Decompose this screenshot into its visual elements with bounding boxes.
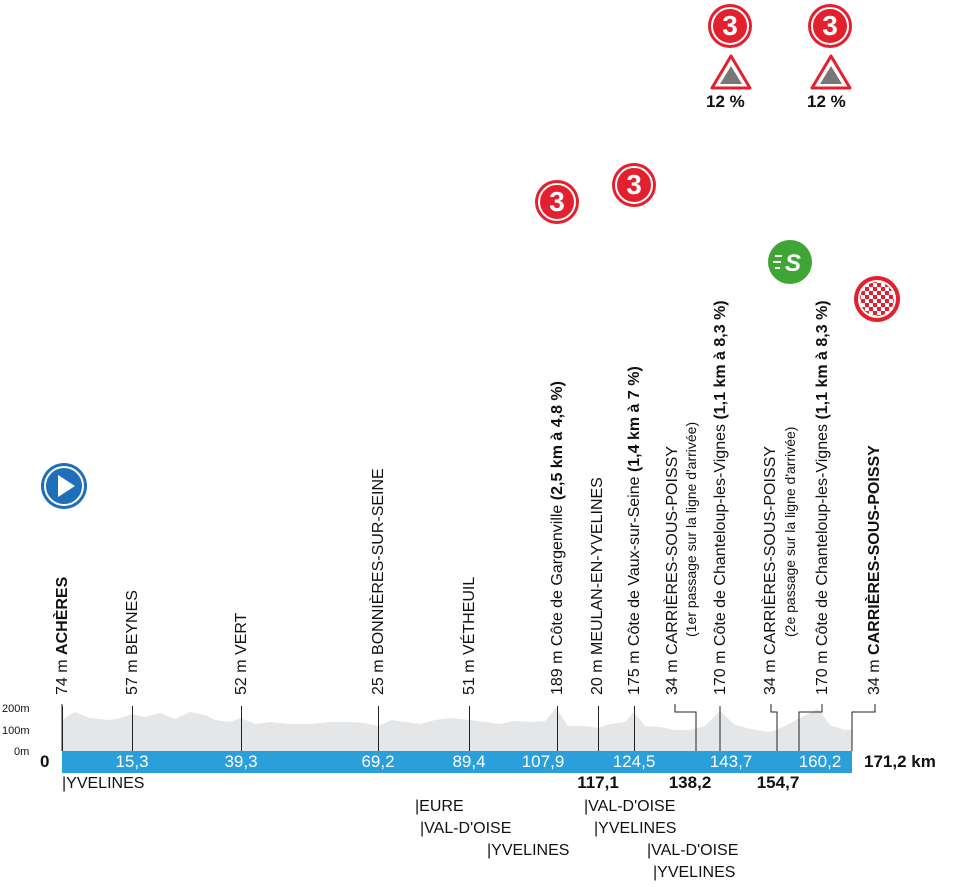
km-marker: 89,4 [452, 752, 486, 771]
department-label: |VAL-D'OISE [647, 842, 739, 859]
point-label-meulan: 20 m MEULAN-EN-YVELINES [589, 477, 606, 695]
distance-bar [62, 751, 852, 773]
climb-category-badge: 3 [708, 4, 752, 48]
km-marker: 39,3 [224, 752, 258, 771]
point-label-vetheuil: 51 m VÉTHEUIL [461, 576, 478, 695]
gradient-warning-icon [710, 54, 752, 90]
km-marker: 160,2 [798, 752, 842, 771]
km-marker: 107,9 [521, 752, 565, 771]
altitude-label-0: 0m [14, 746, 30, 758]
point-label-chanteloup-1: 170 m Côte de Chanteloup-les-Vignes (1,1… [712, 300, 729, 695]
tick-acheres [62, 706, 63, 751]
tick-vaux [634, 706, 635, 751]
climb-category-badge: 3 [612, 163, 656, 207]
sprint-icon: S [768, 240, 812, 284]
km-marker-below: 117,1 [577, 773, 619, 792]
point-label-acheres: 74 m ACHÈRES [54, 576, 71, 695]
climb-category-badge: 3 [535, 180, 579, 224]
tick-bonnieres [378, 706, 379, 751]
gradient-warning-icon [810, 54, 852, 90]
point-label-bonnieres: 25 m BONNIÈRES-SUR-SEINE [370, 468, 387, 695]
start-icon [41, 463, 87, 509]
km-marker: 69,2 [361, 752, 395, 771]
finish-flag-icon [854, 276, 900, 322]
point-label-finish: 34 m CARRIÈRES-SOUS-POISSY [866, 445, 883, 695]
start-km: 0 [40, 752, 50, 771]
tick-gargenville [557, 706, 558, 751]
point-label-vaux: 175 m Côte de Vaux-sur-Seine (1,4 km à 7… [626, 366, 643, 695]
max-gradient-label: 12 % [706, 92, 745, 111]
point-note-carrieres-2: (2e passage sur la ligne d'arrivée) [782, 426, 798, 637]
department-label: |YVELINES [62, 775, 145, 792]
km-marker: 143,7 [709, 752, 753, 771]
altitude-label-200: 200m [2, 703, 30, 715]
end-km: 171,2 km [864, 752, 936, 771]
point-label-beynes: 57 m BEYNES [124, 590, 141, 695]
tick-connectors [674, 704, 876, 751]
point-label-carrieres-2: 34 m CARRIÈRES-SOUS-POISSY [762, 446, 779, 695]
point-label-gargenville: 189 m Côte de Gargenville (2,5 km à 4,8 … [549, 381, 566, 695]
department-label: |EURE [415, 798, 464, 815]
km-marker: 15,3 [115, 752, 149, 771]
km-marker-below: 138,2 [668, 773, 712, 792]
climb-category-badge: 3 [808, 4, 852, 48]
department-label: |VAL-D'OISE [420, 820, 512, 837]
department-label: |YVELINES [653, 864, 736, 881]
tick-meulan [598, 706, 599, 751]
point-label-carrieres-1: 34 m CARRIÈRES-SOUS-POISSY [664, 446, 681, 695]
point-label-vert: 52 m VERT [233, 612, 250, 695]
department-label: |YVELINES [487, 842, 570, 859]
tick-vetheuil [469, 706, 470, 751]
point-label-chanteloup-2: 170 m Côte de Chanteloup-les-Vignes (1,1… [814, 300, 831, 695]
altitude-label-100: 100m [2, 725, 30, 737]
department-label: |VAL-D'OISE [584, 798, 676, 815]
max-gradient-label: 12 % [807, 92, 846, 111]
tick-beynes [132, 706, 133, 751]
tick-vert [241, 706, 242, 751]
km-marker: 124,5 [612, 752, 656, 771]
svg-text:S: S [785, 250, 801, 277]
department-label: |YVELINES [594, 820, 677, 837]
km-marker-below: 154,7 [756, 773, 800, 792]
point-note-carrieres-1: (1er passage sur la ligne d'arrivée) [683, 421, 699, 637]
